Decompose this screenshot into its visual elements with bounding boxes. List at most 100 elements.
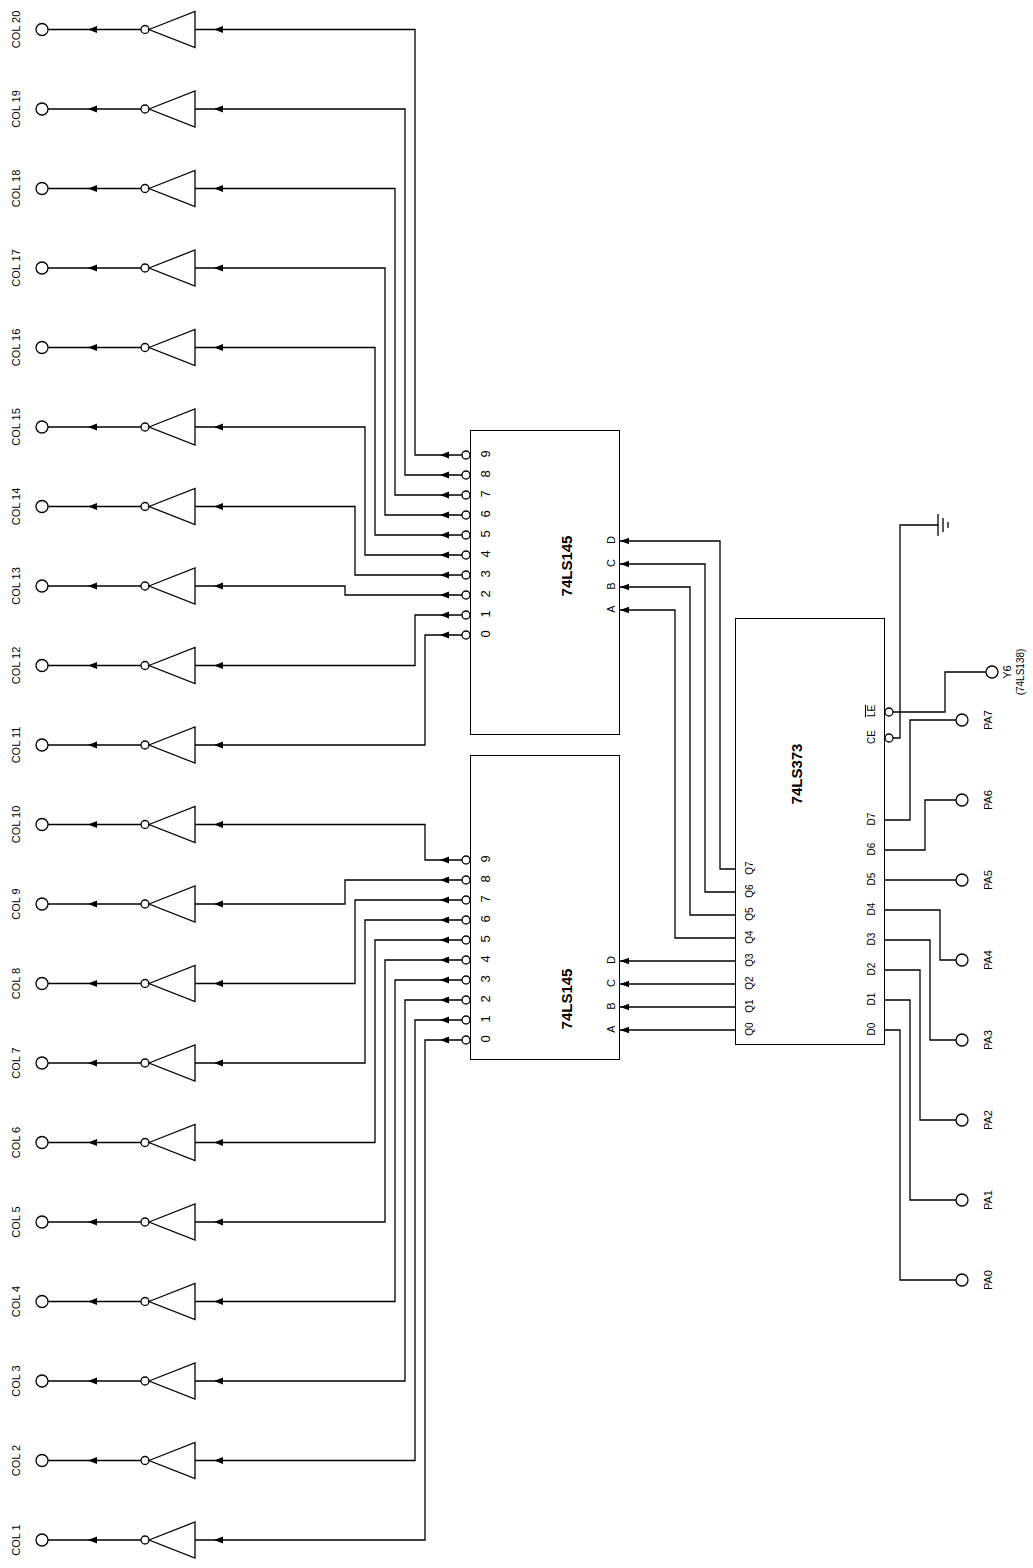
signal-name: COL 18 [11, 170, 22, 208]
select-terminal [986, 666, 998, 678]
wire-arrow [88, 185, 97, 192]
wire-arrow [214, 26, 223, 33]
output-bubble [462, 856, 470, 864]
bus-wire [620, 1006, 735, 1007]
bus-wire [620, 983, 735, 984]
signal-name: COL 14 [11, 488, 22, 526]
wire [893, 672, 986, 712]
wire-arrow [440, 632, 449, 639]
signal-name: COL 6 [11, 1127, 22, 1158]
pin-name: 1 [479, 1015, 492, 1022]
inverter-symbol [149, 1045, 195, 1081]
wire-arrow [440, 612, 449, 619]
chip-name: 74LS145 [559, 969, 574, 1030]
wire-arrow [440, 917, 449, 924]
pin-name: B [606, 582, 617, 589]
output-bubble [462, 1016, 470, 1024]
pin-name: D2 [867, 963, 877, 976]
port-input [885, 940, 968, 1046]
pin-name: 2 [479, 995, 492, 1002]
pin-name: 3 [479, 975, 492, 982]
wire [885, 879, 956, 880]
wire-arrow [440, 1017, 449, 1024]
column-terminal [36, 1057, 48, 1069]
wire-arrow [214, 1139, 223, 1146]
wire [195, 427, 462, 555]
signal-name: COL 16 [11, 329, 22, 367]
pin-name: A [606, 1025, 617, 1032]
column-driver [36, 12, 470, 460]
bus-wire [620, 610, 735, 938]
signal-name: COL 10 [11, 806, 22, 844]
pin-name: Q5 [745, 907, 755, 920]
pin-name: 8 [479, 470, 492, 477]
pin-name: 5 [479, 935, 492, 942]
inverter-symbol [149, 568, 195, 604]
pin-name: 3 [479, 570, 492, 577]
column-terminal [36, 421, 48, 433]
output-bubble [462, 976, 470, 984]
column-terminal [36, 1375, 48, 1387]
port-terminal [956, 794, 968, 806]
bus-wire [620, 960, 735, 961]
signal-name: COL 15 [11, 408, 22, 446]
column-driver [36, 611, 470, 684]
pin-name: 0 [479, 630, 492, 637]
signal-name: (74LS138) [1016, 649, 1026, 696]
signal-name: PA7 [983, 710, 994, 730]
signal-name: PA0 [983, 1270, 994, 1290]
port-input [885, 1030, 968, 1286]
wire [195, 880, 462, 904]
wire-arrow [88, 742, 97, 749]
wire-arrow [440, 857, 449, 864]
wire-arrow [88, 503, 97, 510]
wire [195, 507, 462, 576]
pin-name: Q2 [745, 976, 755, 989]
wire-arrow [88, 1457, 97, 1464]
column-terminal [36, 660, 48, 672]
wire-arrow [214, 1537, 223, 1544]
pin-name: 9 [479, 450, 492, 457]
column-driver [36, 916, 470, 1081]
wire-arrow [440, 977, 449, 984]
wire-arrow [88, 424, 97, 431]
latch-control [885, 514, 998, 742]
wire [885, 800, 956, 850]
wire [885, 940, 956, 1040]
wire [195, 348, 462, 536]
output-bubble [462, 451, 470, 459]
output-bubble [462, 916, 470, 924]
chip-name: 74LS373 [789, 744, 804, 805]
ic-chip: 74LS1450123456789ABCD [470, 430, 620, 735]
inverter-symbol [149, 12, 195, 48]
output-bubble [462, 551, 470, 559]
column-driver [36, 91, 470, 479]
wire-arrow [214, 583, 223, 590]
column-terminal [36, 103, 48, 115]
wire [195, 900, 462, 984]
wire [885, 910, 956, 960]
input-bubble [885, 708, 893, 716]
pin-name: D [606, 536, 617, 544]
chip-name: 74LS145 [559, 536, 574, 597]
output-bubble [462, 511, 470, 519]
wire-arrow [88, 1139, 97, 1146]
pin-name: Q6 [745, 884, 755, 897]
wire-arrow [88, 1060, 97, 1067]
wire-arrow [214, 821, 223, 828]
column-driver [36, 807, 470, 865]
column-driver [36, 568, 470, 604]
port-input [885, 794, 968, 850]
wire-arrow [88, 26, 97, 33]
wire-arrow [440, 1037, 449, 1044]
port-terminal [956, 1274, 968, 1286]
inverter-symbol [149, 330, 195, 366]
column-driver [36, 489, 470, 580]
output-bubble [462, 591, 470, 599]
wire-arrow [440, 937, 449, 944]
column-terminal [36, 978, 48, 990]
pin-name: Q7 [745, 861, 755, 874]
wire-arrow [214, 1060, 223, 1067]
inverter-symbol [149, 648, 195, 684]
